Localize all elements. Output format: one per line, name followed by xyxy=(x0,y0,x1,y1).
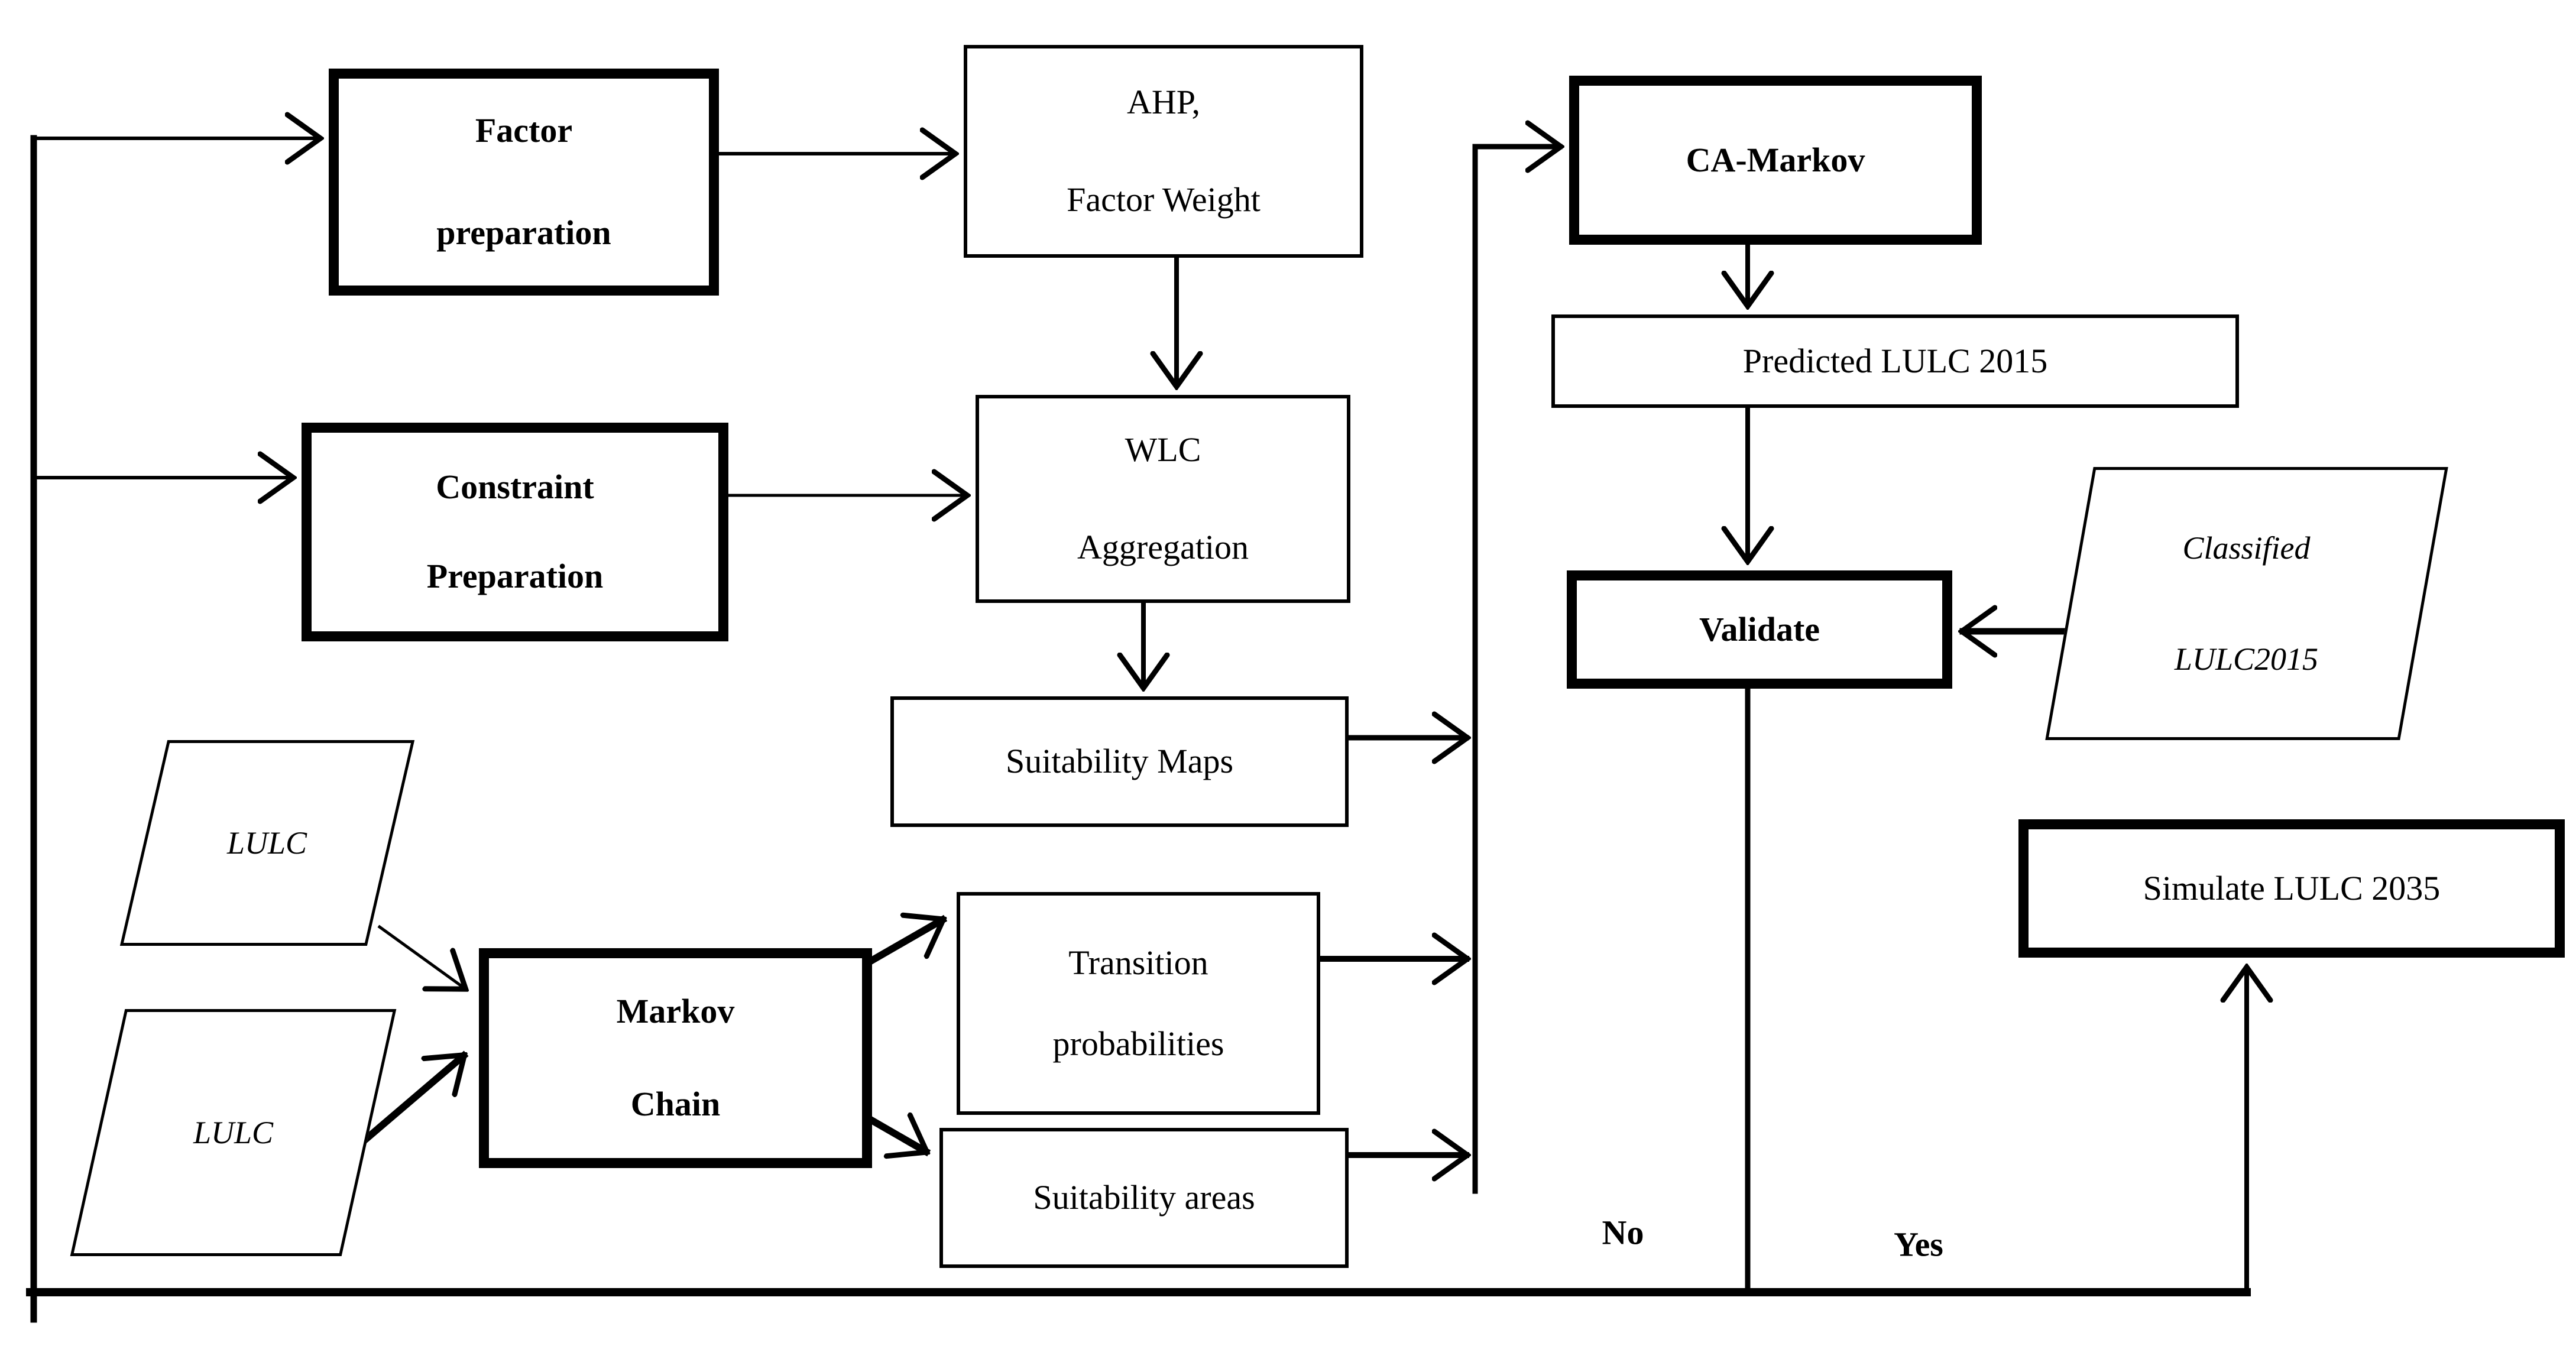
edge-lulc2-to-markov xyxy=(361,1050,469,1144)
node-classified-lulc2015: Classified LULC2015 xyxy=(2045,467,2448,740)
validate-label: Validate xyxy=(1699,609,1820,648)
simulate-lulc-2035-label: Simulate LULC 2035 xyxy=(2143,868,2441,907)
wlc-line1: WLC xyxy=(1125,430,1201,469)
node-wlc-aggregation: WLC Aggregation xyxy=(976,395,1350,603)
markov-chain-line2: Chain xyxy=(630,1085,721,1123)
wlc-line2: Aggregation xyxy=(1077,528,1249,566)
constraint-line1: Constraint xyxy=(436,468,594,507)
branch-label-no: No xyxy=(1602,1213,1644,1252)
suitability-maps-label: Suitability Maps xyxy=(1005,742,1234,781)
node-factor-preparation: Factor preparation xyxy=(329,69,719,296)
ca-markov-label: CA-Markov xyxy=(1686,140,1865,179)
node-lulc-input-1: LULC xyxy=(119,740,415,946)
lulc-input-2-label: LULC xyxy=(193,1114,274,1150)
node-simulate-lulc-2035: Simulate LULC 2035 xyxy=(2018,819,2565,958)
factor-preparation-line2: preparation xyxy=(436,213,611,252)
constraint-line2: Preparation xyxy=(426,557,604,595)
factor-preparation-line1: Factor xyxy=(475,111,573,150)
transition-line2: probabilities xyxy=(1052,1024,1224,1063)
node-ca-markov: CA-Markov xyxy=(1569,76,1982,245)
branch-label-yes: Yes xyxy=(1894,1225,1943,1264)
suitability-areas-label: Suitability areas xyxy=(1033,1178,1255,1217)
node-validate: Validate xyxy=(1567,570,1952,689)
classified-line1: Classified xyxy=(2182,530,2311,566)
node-transition-probabilities: Transition probabilities xyxy=(957,892,1320,1115)
node-predicted-lulc-2015: Predicted LULC 2015 xyxy=(1551,314,2239,408)
predicted-lulc-2015-label: Predicted LULC 2015 xyxy=(1742,341,2048,380)
ahp-line2: Factor Weight xyxy=(1067,180,1261,219)
edge-lulc1-to-markov xyxy=(377,925,465,988)
lulc-input-1-label: LULC xyxy=(227,825,307,861)
classified-line2: LULC2015 xyxy=(2175,641,2319,677)
node-suitability-maps: Suitability Maps xyxy=(890,696,1349,827)
transition-line1: Transition xyxy=(1068,943,1208,982)
ahp-line1: AHP, xyxy=(1126,83,1201,122)
markov-chain-line1: Markov xyxy=(616,992,735,1031)
node-constraint-preparation: Constraint Preparation xyxy=(302,423,728,641)
node-ahp-factor-weight: AHP, Factor Weight xyxy=(964,45,1363,258)
edge-markov-to-transition xyxy=(859,920,942,970)
node-lulc-input-2: LULC xyxy=(70,1009,397,1256)
node-markov-chain: Markov Chain xyxy=(479,948,872,1168)
node-suitability-areas: Suitability areas xyxy=(939,1128,1349,1268)
